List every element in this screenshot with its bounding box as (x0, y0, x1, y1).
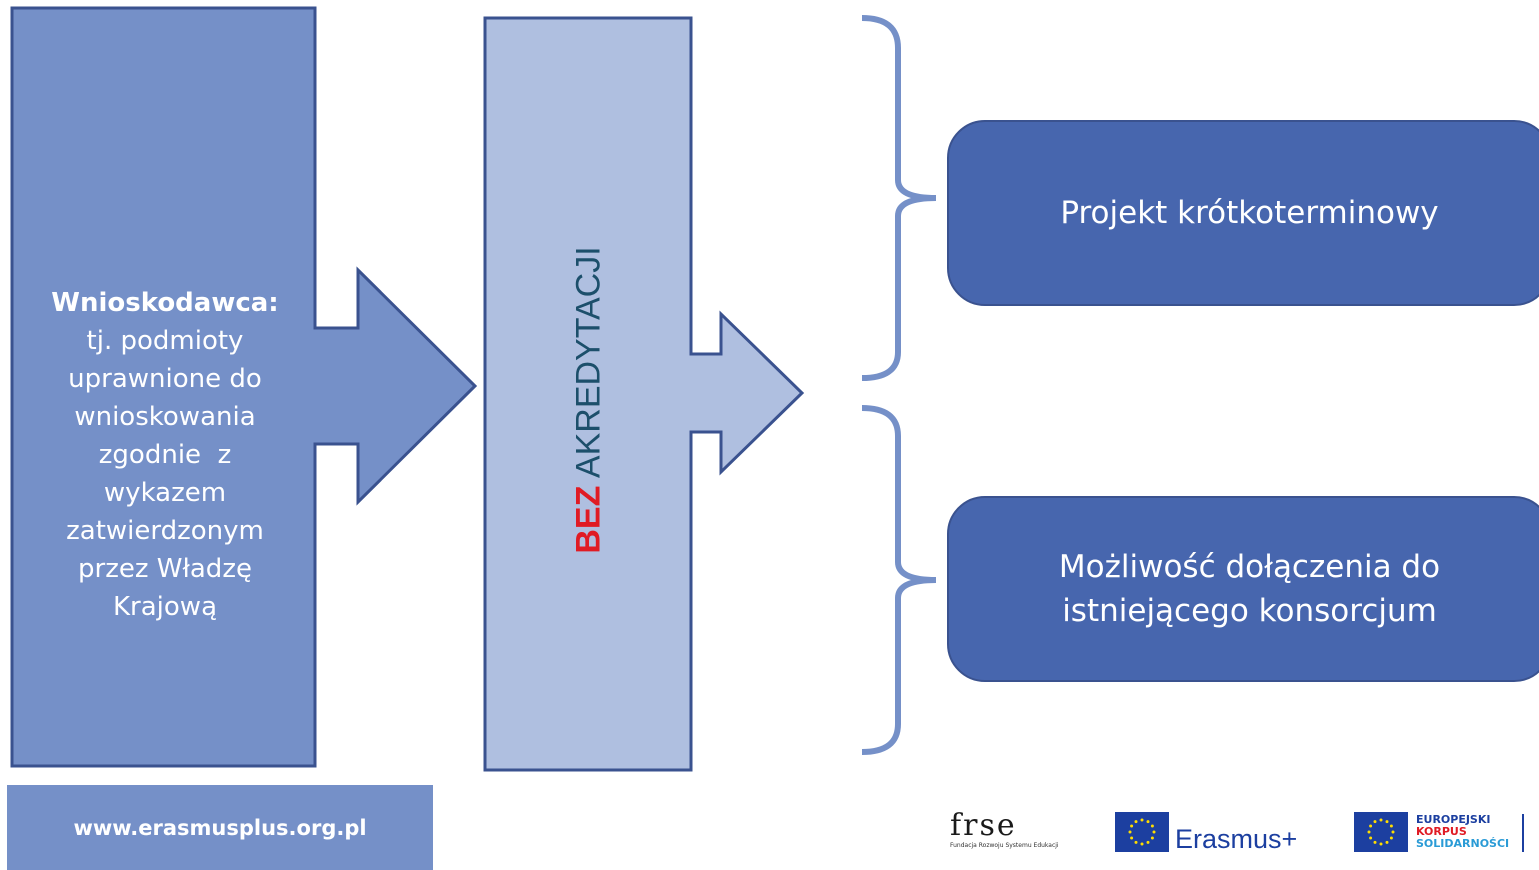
website-url[interactable]: www.erasmusplus.org.pl (7, 785, 433, 870)
esc-line-3: SOLIDARNOŚCI (1416, 837, 1510, 850)
erasmus-plus-logo: Erasmus+ (1115, 812, 1315, 862)
bracket-top (861, 15, 937, 381)
frse-subtitle: Fundacja Rozwoju Systemu Edukacji (950, 842, 1059, 849)
esc-divider (1522, 814, 1524, 852)
label-akredytacji: AKREDYTACJI (569, 246, 608, 486)
erasmus-wordmark: Erasmus+ (1175, 824, 1298, 854)
option-join-consortium: Możliwość dołączenia do istniejącego kon… (947, 496, 1539, 682)
applicant-line-4: zgodnie z (98, 440, 232, 470)
applicant-arrow-shape (10, 6, 478, 768)
applicant-line-5: wykazem (103, 478, 227, 508)
frse-wordmark: frse (950, 808, 1017, 843)
european-solidarity-corps-logo: EUROPEJSKI KORPUS SOLIDARNOŚCI (1354, 812, 1534, 862)
frse-logo: frse Fundacja Rozwoju Systemu Edukacji (950, 810, 1065, 860)
esc-line-2: KORPUS (1416, 825, 1467, 838)
label-bez: BEZ (569, 485, 608, 554)
bracket-bottom (861, 405, 937, 755)
eu-flag-icon (1115, 812, 1169, 852)
applicant-line-8: Krajową (113, 592, 217, 622)
esc-wordmark: EUROPEJSKI KORPUS SOLIDARNOŚCI (1416, 814, 1509, 850)
option-join-line-2: istniejącego konsorcjum (1062, 593, 1437, 629)
applicant-description: Wnioskodawca: tj. podmioty uprawnione do… (20, 284, 310, 626)
option-join-line-1: Możliwość dołączenia do (1058, 549, 1441, 585)
applicant-heading: Wnioskodawca: (51, 288, 279, 318)
applicant-line-3: wnioskowania (74, 402, 256, 432)
applicant-line-7: przez Władzę (78, 554, 252, 584)
applicant-line-2: uprawnione do (68, 364, 262, 394)
applicant-line-1: tj. podmioty (86, 326, 244, 356)
option-short-term-label: Projekt krótkoterminowy (1060, 195, 1439, 231)
esc-line-1: EUROPEJSKI (1416, 813, 1491, 826)
no-accreditation-label: BEZ AKREDYTACJI (570, 246, 609, 553)
no-accreditation-arrow-shape (483, 16, 805, 772)
option-short-term-project: Projekt krótkoterminowy (947, 120, 1539, 306)
applicant-line-6: zatwierdzonym (66, 516, 264, 546)
eu-flag-icon (1354, 812, 1408, 852)
